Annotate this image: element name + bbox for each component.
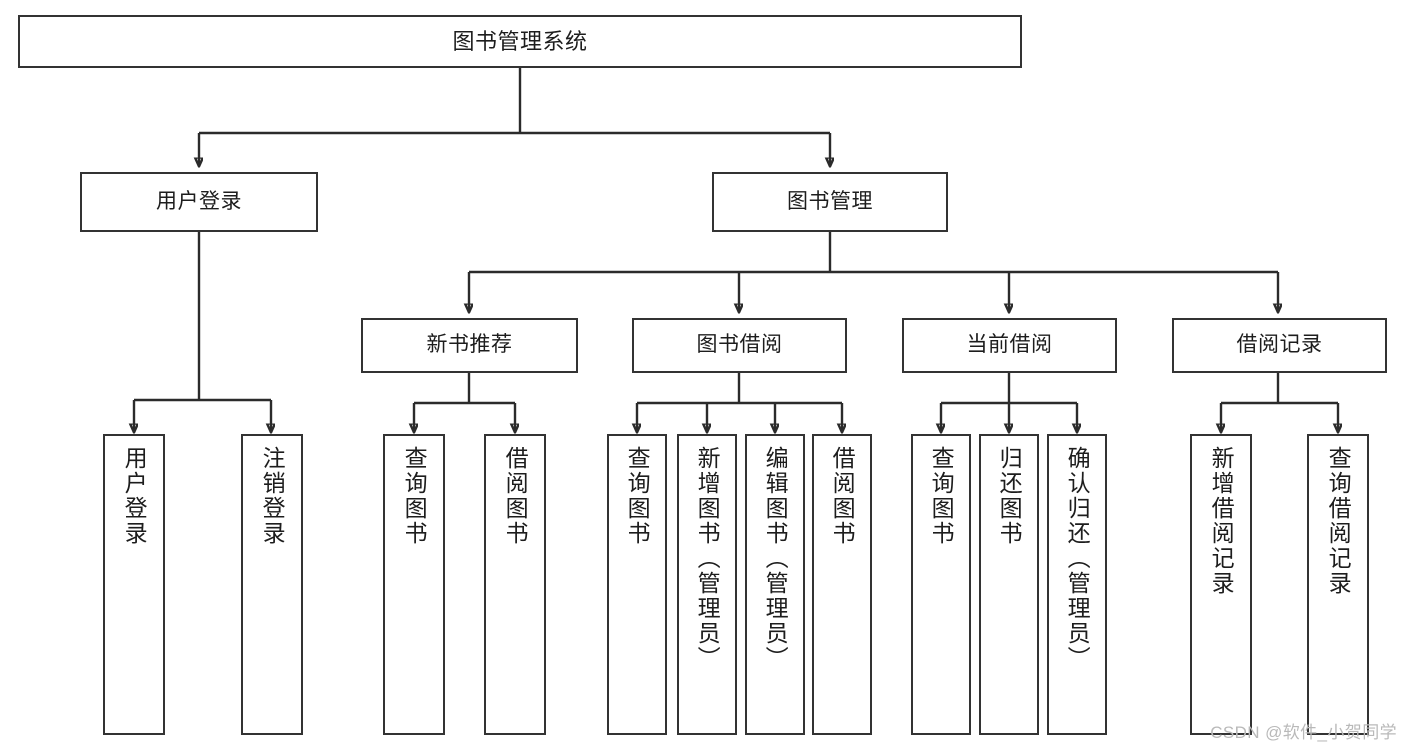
watermark-text: CSDN @软件_小贺同学	[1210, 723, 1397, 742]
leaf-book-borrow-borrow-book[interactable]: 借阅图书	[812, 434, 872, 735]
leaf-book-borrow-add-book-admin[interactable]: 新增图书（管理员）	[677, 434, 737, 735]
node-label: 借阅图书	[502, 446, 529, 546]
node-label: 新增借阅记录	[1208, 446, 1235, 596]
node-label: 借阅图书	[829, 446, 856, 546]
node-label: 查询图书	[624, 446, 651, 546]
node-label: 查询借阅记录	[1325, 446, 1352, 596]
leaf-current-borrow-query-book[interactable]: 查询图书	[911, 434, 971, 735]
leaf-borrow-record-query-record[interactable]: 查询借阅记录	[1307, 434, 1369, 735]
node-borrow-record[interactable]: 借阅记录	[1172, 318, 1387, 373]
node-label: 图书管理	[787, 189, 873, 213]
node-label: 新增图书（管理员）	[694, 446, 721, 671]
node-book-borrow[interactable]: 图书借阅	[632, 318, 847, 373]
node-label: 归还图书	[996, 446, 1023, 546]
leaf-borrow-record-add-record[interactable]: 新增借阅记录	[1190, 434, 1252, 735]
node-label: 当前借阅	[966, 333, 1053, 357]
node-user-login[interactable]: 用户登录	[80, 172, 318, 232]
leaf-book-borrow-query-book[interactable]: 查询图书	[607, 434, 667, 735]
node-label: 新书推荐	[426, 333, 513, 357]
node-label: 查询图书	[928, 446, 955, 546]
node-label: 编辑图书（管理员）	[762, 446, 789, 671]
node-new-book-recommend[interactable]: 新书推荐	[361, 318, 578, 373]
node-root-library-system[interactable]: 图书管理系统	[18, 15, 1022, 68]
node-label: 用户登录	[121, 446, 148, 546]
node-book-management[interactable]: 图书管理	[712, 172, 948, 232]
node-label: 查询图书	[401, 446, 428, 546]
leaf-current-borrow-confirm-return-admin[interactable]: 确认归还（管理员）	[1047, 434, 1107, 735]
node-label: 图书管理系统	[452, 28, 588, 54]
node-current-borrow[interactable]: 当前借阅	[902, 318, 1117, 373]
node-label: 图书借阅	[696, 333, 783, 357]
leaf-book-borrow-edit-book-admin[interactable]: 编辑图书（管理员）	[745, 434, 805, 735]
node-label: 借阅记录	[1236, 333, 1323, 357]
leaf-new-book-borrow-book[interactable]: 借阅图书	[484, 434, 546, 735]
leaf-current-borrow-return-book[interactable]: 归还图书	[979, 434, 1039, 735]
node-label: 确认归还（管理员）	[1064, 446, 1091, 671]
node-label: 注销登录	[259, 446, 286, 546]
leaf-user-login-login[interactable]: 用户登录	[103, 434, 165, 735]
leaf-user-login-logout[interactable]: 注销登录	[241, 434, 303, 735]
node-label: 用户登录	[156, 189, 242, 213]
leaf-new-book-query-book[interactable]: 查询图书	[383, 434, 445, 735]
